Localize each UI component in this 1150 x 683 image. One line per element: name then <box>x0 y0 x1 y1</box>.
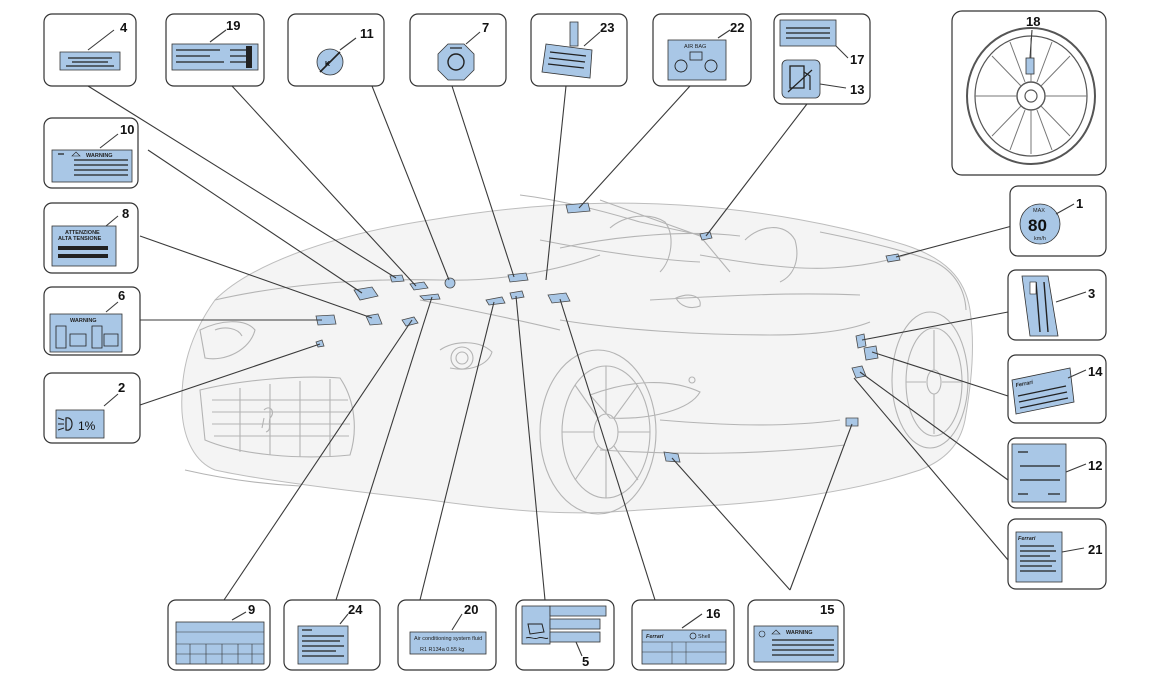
callout-number-21: 21 <box>1088 542 1102 557</box>
callout-9[interactable]: 9 <box>167 599 271 671</box>
attenzione-line-2: ALTA TENSIONE <box>58 236 102 242</box>
callout-11[interactable]: K 11 <box>287 13 385 87</box>
callout-12[interactable]: 12 <box>1007 437 1107 509</box>
callout-number-22: 22 <box>730 20 744 35</box>
patch-5 <box>509 290 525 300</box>
callout-7[interactable]: 7 <box>409 13 507 87</box>
callout-number-6: 6 <box>118 288 125 303</box>
headlamp-icon <box>65 417 73 431</box>
brand-script-21: Ferrari <box>1018 536 1036 542</box>
callout-24[interactable]: 24 <box>283 599 381 671</box>
callout-number-23: 23 <box>600 20 614 35</box>
no-key-icon: K <box>325 61 330 68</box>
callout-number-7: 7 <box>482 20 489 35</box>
patch-24 <box>419 293 441 301</box>
warning-text: WARNING <box>86 153 113 159</box>
patch-14 <box>863 345 879 361</box>
callout-18[interactable]: 18 <box>951 10 1107 176</box>
warning-triangle-icon <box>71 151 81 157</box>
callout-14[interactable]: Ferrari 14 <box>1007 354 1107 424</box>
callout-number-19: 19 <box>226 18 240 33</box>
speed-unit: km/h <box>1034 236 1046 242</box>
callout-8[interactable]: ATTENZIONE ALTA TENSIONE 8 <box>43 202 139 274</box>
attenzione-line-1: ATTENZIONE <box>65 230 100 236</box>
oil-can-icon <box>527 623 545 635</box>
shell-icon <box>689 632 697 640</box>
airbag-label: AIR BAG <box>684 44 706 50</box>
callout-20[interactable]: Air conditioning system fluid R1 R134a 0… <box>397 599 497 671</box>
callout-number-13: 13 <box>850 82 864 97</box>
callout-17-13[interactable]: 17 13 <box>773 13 871 105</box>
patch-7 <box>507 272 529 283</box>
callout-number-20: 20 <box>464 602 478 617</box>
callout-number-2: 2 <box>118 380 125 395</box>
callout-21[interactable]: Ferrari 21 <box>1007 518 1107 590</box>
callout-16[interactable]: Ferrari Shell 16 <box>631 599 735 671</box>
callout-number-18: 18 <box>1026 14 1040 29</box>
callout-number-9: 9 <box>248 602 255 617</box>
callout-1[interactable]: MAX 80 km/h 1 <box>1009 185 1107 257</box>
callout-3[interactable]: 3 <box>1007 269 1107 341</box>
car-label-patches <box>315 202 901 463</box>
patch-9 <box>401 316 419 327</box>
headlamp-percent: 1% <box>78 419 96 433</box>
callout-number-17: 17 <box>850 52 864 67</box>
callout-number-3: 3 <box>1088 286 1095 301</box>
patch-16 <box>547 292 571 304</box>
callout-19[interactable]: 19 <box>165 13 265 87</box>
callout-number-15: 15 <box>820 602 834 617</box>
callout-15[interactable]: WARNING 15 <box>747 599 845 671</box>
warning-text-15: WARNING <box>786 630 813 636</box>
callout-number-1: 1 <box>1076 196 1083 211</box>
callout-number-8: 8 <box>122 206 129 221</box>
leader-lines <box>87 85 1013 601</box>
speed-max: MAX <box>1033 208 1045 214</box>
warning-text-6: WARNING <box>70 318 97 324</box>
callout-number-4: 4 <box>120 20 128 35</box>
patch-10 <box>353 286 379 301</box>
patch-6 <box>315 314 337 326</box>
callout-number-11: 11 <box>360 26 374 41</box>
patch-15b <box>845 417 859 427</box>
callout-number-10: 10 <box>120 122 134 137</box>
patch-22 <box>565 202 591 214</box>
callout-number-5: 5 <box>582 654 589 669</box>
callout-10[interactable]: WARNING 10 <box>43 117 139 189</box>
brand-script-14: Ferrari <box>1015 380 1034 389</box>
callout-number-14: 14 <box>1088 364 1103 379</box>
callout-number-24: 24 <box>348 602 363 617</box>
speed-value: 80 <box>1028 216 1047 235</box>
label-20-line1: Air conditioning system fluid <box>414 636 482 642</box>
patch-3 <box>855 333 867 349</box>
callout-4[interactable]: 4 <box>43 13 137 87</box>
callout-2[interactable]: 1% 2 <box>43 372 141 444</box>
patch-20 <box>485 296 506 306</box>
patch-15a <box>663 451 681 463</box>
car-outline <box>181 194 973 515</box>
callout-number-16: 16 <box>706 606 720 621</box>
callout-22[interactable]: AIR BAG 22 <box>652 13 752 87</box>
callout-number-12: 12 <box>1088 458 1102 473</box>
callout-6[interactable]: WARNING 6 <box>43 286 141 356</box>
patch-11 <box>444 277 456 289</box>
callout-5[interactable]: 5 <box>515 599 615 671</box>
label-20-line2: R1 R134a 0.55 kg <box>420 647 464 653</box>
callout-23[interactable]: 23 <box>530 13 628 87</box>
shell-text: Shell <box>698 634 710 640</box>
brand-script-16: Ferrari <box>646 634 664 640</box>
patch-1 <box>885 253 901 263</box>
